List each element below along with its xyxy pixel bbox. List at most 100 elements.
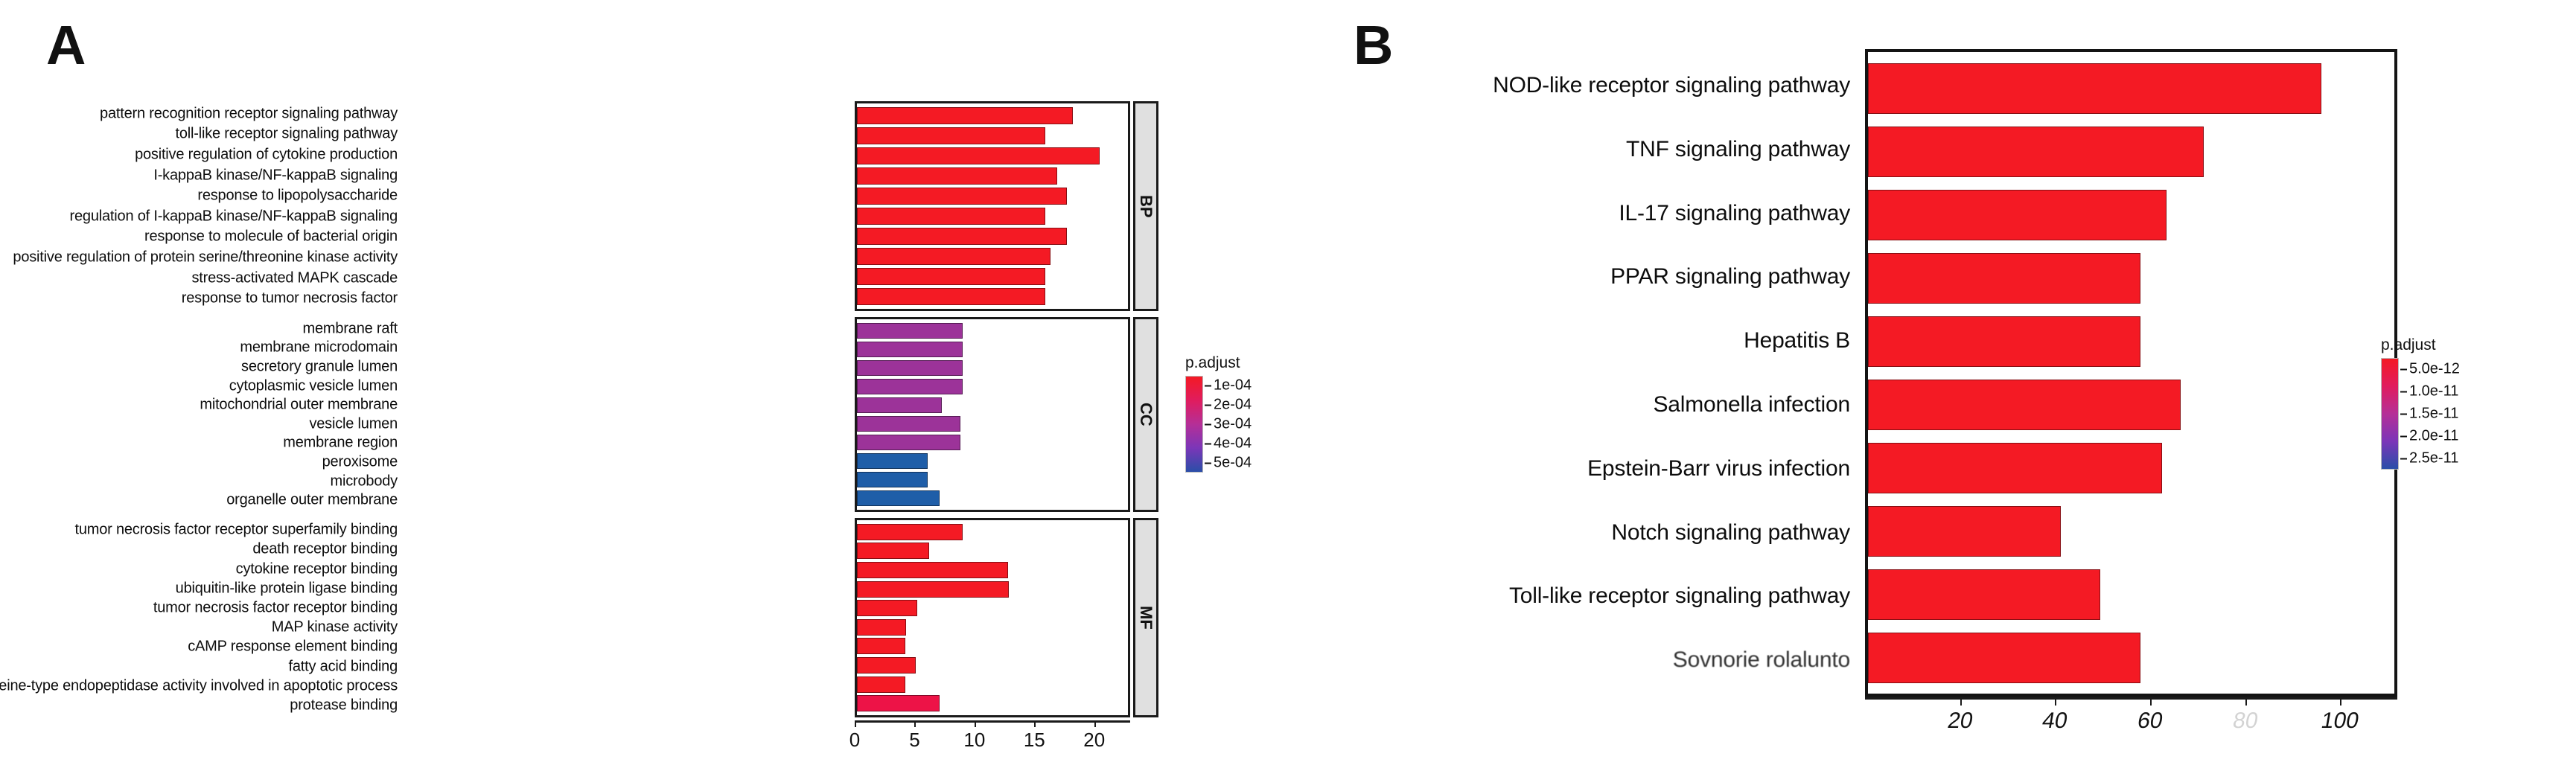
category-label: cytokine receptor binding bbox=[235, 560, 398, 577]
bar-row bbox=[1868, 626, 2394, 689]
facet-strip-cc: CC bbox=[1133, 317, 1158, 512]
bar[interactable] bbox=[857, 543, 929, 560]
bar[interactable] bbox=[857, 359, 963, 377]
bar[interactable] bbox=[1868, 632, 2141, 683]
legend-tick: 1e-04 bbox=[1205, 377, 1252, 394]
bar[interactable] bbox=[1868, 316, 2141, 367]
bar-row bbox=[857, 226, 1128, 246]
bar[interactable] bbox=[857, 127, 1046, 145]
bar[interactable] bbox=[1868, 379, 2181, 430]
legend-tick: 2e-04 bbox=[1205, 397, 1252, 414]
bar[interactable] bbox=[857, 600, 917, 617]
x-axis-line bbox=[855, 720, 1130, 723]
bar[interactable] bbox=[1868, 63, 2322, 114]
category-label: Toll-like receptor signaling pathway bbox=[1508, 583, 1850, 609]
legend-tick: 4e-04 bbox=[1205, 435, 1252, 452]
panel-a-category-labels: pattern recognition receptor signaling p… bbox=[0, 0, 855, 771]
bar-row bbox=[857, 126, 1128, 146]
bar-row bbox=[857, 598, 1128, 618]
bar[interactable] bbox=[1868, 505, 2061, 557]
bar-row bbox=[857, 542, 1128, 561]
category-label: membrane region bbox=[283, 434, 398, 451]
x-axis-tick bbox=[2150, 697, 2152, 706]
bar[interactable] bbox=[857, 287, 1046, 306]
bar[interactable] bbox=[857, 106, 1073, 125]
bar[interactable] bbox=[857, 618, 907, 636]
x-axis-tick bbox=[1034, 720, 1036, 727]
legend-tick-mark bbox=[2400, 435, 2407, 437]
bar-row bbox=[1868, 183, 2394, 246]
category-label: positive regulation of cytokine producti… bbox=[135, 146, 398, 163]
bar[interactable] bbox=[857, 167, 1058, 185]
bar[interactable] bbox=[857, 227, 1067, 246]
bar[interactable] bbox=[1868, 569, 2101, 620]
bar-row bbox=[857, 359, 1128, 377]
category-label: tumor necrosis factor receptor superfami… bbox=[74, 521, 398, 538]
category-label: TNF signaling pathway bbox=[1626, 136, 1850, 161]
bar[interactable] bbox=[857, 341, 963, 358]
bar[interactable] bbox=[857, 471, 928, 488]
bar[interactable] bbox=[857, 147, 1100, 165]
bar[interactable] bbox=[857, 695, 940, 712]
x-axis-tick-label: 10 bbox=[963, 729, 986, 751]
bar-row bbox=[857, 396, 1128, 415]
legend-tick-mark bbox=[2400, 458, 2407, 459]
x-axis-tick-label: 100 bbox=[2319, 708, 2362, 733]
bar[interactable] bbox=[857, 490, 940, 507]
bar[interactable] bbox=[857, 267, 1046, 286]
bar-row bbox=[857, 580, 1128, 599]
bar[interactable] bbox=[857, 247, 1051, 266]
bar-row bbox=[857, 340, 1128, 359]
bar[interactable] bbox=[857, 656, 916, 674]
category-label: membrane microdomain bbox=[240, 339, 398, 356]
category-label: peroxisome bbox=[322, 453, 398, 470]
bar[interactable] bbox=[857, 415, 961, 432]
category-label: toll-like receptor signaling pathway bbox=[175, 125, 398, 142]
bar[interactable] bbox=[857, 378, 963, 395]
panel-b-plot-area bbox=[1865, 49, 2397, 697]
panel-b-letter: B bbox=[1354, 14, 1394, 76]
bar[interactable] bbox=[857, 397, 942, 414]
bar-row bbox=[857, 675, 1128, 694]
category-label: organelle outer membrane bbox=[226, 491, 398, 508]
bar-row bbox=[857, 470, 1128, 489]
x-axis-tick bbox=[914, 720, 916, 727]
bar-row bbox=[1868, 246, 2394, 310]
category-label: IL-17 signaling pathway bbox=[1619, 200, 1850, 225]
panel-b-bars bbox=[1868, 52, 2394, 694]
legend-tick: 2.5e-11 bbox=[2400, 450, 2458, 467]
legend-tick-mark bbox=[1205, 462, 1211, 464]
category-label: tumor necrosis factor receptor binding bbox=[153, 599, 398, 616]
facet-strip-bp: BP bbox=[1133, 101, 1158, 311]
bar[interactable] bbox=[1868, 252, 2141, 304]
bar[interactable] bbox=[857, 580, 1010, 598]
bar[interactable] bbox=[857, 434, 961, 451]
category-label: Epstein-Barr virus infection bbox=[1587, 455, 1850, 481]
category-label: Salmonella infection bbox=[1653, 391, 1851, 417]
facet-strip-cc-label: CC bbox=[1137, 403, 1155, 426]
bar[interactable] bbox=[857, 523, 963, 540]
bar[interactable] bbox=[857, 187, 1067, 205]
bar[interactable] bbox=[1868, 126, 2204, 177]
category-label: death receptor binding bbox=[252, 540, 398, 557]
bar[interactable] bbox=[857, 561, 1008, 578]
x-axis-tick bbox=[1960, 697, 1962, 706]
bar-row bbox=[857, 321, 1128, 340]
bar[interactable] bbox=[857, 676, 905, 693]
bar[interactable] bbox=[1868, 189, 2167, 240]
bar[interactable] bbox=[857, 452, 928, 470]
bar-row bbox=[857, 166, 1128, 186]
bar[interactable] bbox=[1868, 442, 2162, 493]
legend-tick-mark bbox=[2400, 413, 2407, 415]
bar[interactable] bbox=[857, 638, 905, 655]
x-axis-tick bbox=[2245, 697, 2247, 706]
category-label: Sovnorie rolalunto bbox=[1672, 647, 1850, 673]
bar[interactable] bbox=[857, 207, 1046, 225]
category-label: Notch signaling pathway bbox=[1611, 519, 1850, 545]
bar[interactable] bbox=[857, 322, 963, 339]
